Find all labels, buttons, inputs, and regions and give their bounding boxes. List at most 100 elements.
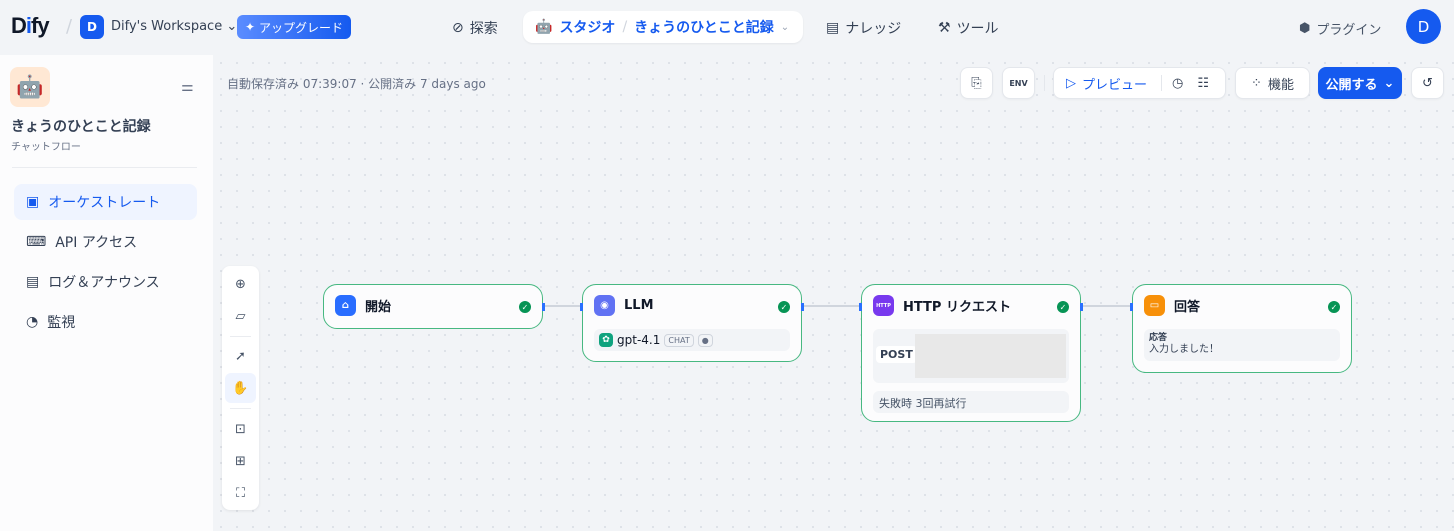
plugins-label: プラグイン [1316, 22, 1382, 38]
answer-icon: ▭ [1144, 295, 1165, 316]
preview-button[interactable]: プレビュー [1082, 77, 1148, 93]
app-title: きょうのひとこと記録 [11, 119, 151, 135]
edge [1080, 305, 1133, 307]
save-status: 自動保存済み 07:39:07 · 公開済み 7 days ago [227, 77, 486, 91]
output-handle[interactable] [542, 303, 545, 311]
version-history-button[interactable]: ↺ [1411, 67, 1444, 99]
publish-label: 公開する [1325, 77, 1378, 93]
features-button[interactable]: ⁘ 機能 [1235, 67, 1310, 99]
http-icon: HTTP [873, 295, 894, 316]
file-list-icon: ▤ [26, 274, 40, 290]
chevron-down-icon: ⌄ [226, 19, 238, 34]
sidebar-item-api-access[interactable]: ⌨API アクセス [14, 224, 197, 260]
dify-logo[interactable]: Dify [11, 13, 50, 38]
nav-knowledge[interactable]: ▤ ナレッジ [826, 14, 901, 42]
plugins-button[interactable]: ⬢ プラグイン [1299, 14, 1381, 42]
book-icon: ▤ [826, 20, 840, 36]
env-label: ENV [1009, 78, 1028, 88]
edge [543, 305, 583, 307]
nav-explore-label: 探索 [469, 21, 498, 37]
node-start[interactable]: ⌂開始 ✓ [323, 284, 545, 329]
export-image-icon[interactable]: ⊡ [235, 421, 246, 437]
node-title: 開始 [365, 300, 392, 315]
sidebar-item-orchestrate[interactable]: ▣ オーケストレート [14, 184, 197, 220]
divider [230, 408, 251, 409]
canvas-toolbar: ⊕ ▱ ➚ ✋ ⊡ ⊞ ⛶ [222, 266, 259, 510]
workspace-avatar[interactable]: D [80, 15, 104, 39]
compass-icon: ⊘ [452, 20, 464, 36]
sidebar-item-logs[interactable]: ▤ ログ＆アナウンス [14, 264, 197, 300]
checklist-icon[interactable]: ☷ [1197, 75, 1210, 91]
top-header: Dify / D Dify's Workspace ⌄ ✦アップグレード ⊘探索… [0, 0, 1454, 54]
node-title: HTTP リクエスト [903, 300, 1011, 315]
sparkle-icon: ✦ [244, 20, 256, 34]
divider [12, 167, 197, 168]
layout-icon: ▣ [26, 194, 40, 210]
env-button[interactable]: ENV [1002, 67, 1035, 99]
edge [801, 305, 862, 307]
conversation-vars-button[interactable]: ⎘ [960, 67, 993, 99]
chevron-down-icon: ⌄ [1383, 75, 1395, 91]
output-handle[interactable] [801, 303, 804, 311]
sidebar-item-label: オーケストレート [48, 195, 161, 211]
http-method: POST [876, 346, 917, 363]
url-redacted [915, 334, 1066, 378]
pointer-icon[interactable]: ➚ [235, 348, 246, 364]
workspace-selector[interactable]: Dify's Workspace ⌄ [111, 19, 237, 34]
input-handle[interactable] [859, 303, 862, 311]
hammer-icon: ⚒ [938, 20, 951, 36]
openai-icon: ✿ [599, 333, 613, 347]
current-app-name[interactable]: きょうのひとこと記録 [634, 20, 774, 36]
nav-studio-label: スタジオ [559, 20, 616, 36]
upgrade-label: アップグレード [259, 20, 344, 35]
answer-content: 応答 入力しました！ [1144, 329, 1340, 361]
add-node-icon[interactable]: ⊕ [235, 276, 246, 292]
chat-variable-icon: ⎘ [971, 75, 982, 91]
chevron-down-icon: ⌄ [780, 21, 790, 33]
node-answer[interactable]: ▭ 回答 ✓ 応答 入力しました！ [1130, 284, 1352, 373]
nav-tools[interactable]: ⚒ツール [938, 14, 999, 42]
mode-badge: CHAT [664, 333, 694, 347]
dashboard-icon: ◔ [26, 314, 39, 330]
settings-sliders-icon[interactable]: ⚌ [181, 79, 194, 95]
features-label: 機能 [1267, 77, 1294, 93]
cube-icon: ⬢ [1299, 20, 1311, 36]
preview-group: ▷ プレビュー ◷ ☷ [1053, 67, 1226, 99]
divider [1161, 75, 1163, 91]
model-name: gpt-4.1 [617, 333, 661, 347]
success-check-icon: ✓ [778, 301, 790, 313]
app-type: チャットフロー [11, 142, 81, 153]
node-title: LLM [624, 298, 654, 313]
sidebar-item-label: API アクセス [55, 235, 138, 251]
nav-knowledge-label: ナレッジ [845, 21, 902, 37]
sidebar-item-monitoring[interactable]: ◔ 監視 [14, 304, 197, 340]
features-icon: ⁘ [1251, 75, 1262, 91]
input-handle[interactable] [580, 303, 583, 311]
publish-button[interactable]: 公開する ⌄ [1318, 67, 1402, 99]
vision-eye-icon: ● [697, 333, 713, 347]
robot-icon: 🤖 [535, 19, 553, 35]
answer-label: 応答 [1149, 333, 1168, 343]
brain-icon: ◉ [594, 295, 615, 316]
output-handle[interactable] [1080, 303, 1083, 311]
sidebar-item-label: 監視 [47, 315, 76, 331]
success-check-icon: ✓ [1328, 301, 1340, 313]
run-history-icon[interactable]: ◷ [1172, 75, 1184, 91]
hand-icon[interactable]: ✋ [225, 373, 256, 403]
nav-explore[interactable]: ⊘ 探索 [452, 14, 498, 42]
organize-blocks-icon[interactable]: ⊞ [235, 453, 246, 469]
add-note-icon[interactable]: ▱ [235, 308, 246, 324]
history-icon: ↺ [1422, 75, 1433, 91]
retry-info: 失敗時 3回再試行 [873, 391, 1069, 413]
nav-studio[interactable]: 🤖スタジオ/きょうのひとこと記録⌄ [523, 11, 803, 43]
sidebar-item-label: ログ＆アナウンス [48, 275, 160, 291]
user-avatar[interactable]: D [1406, 9, 1441, 44]
node-llm[interactable]: ◉ LLM ✓ ✿ gpt-4.1 CHAT ● [580, 284, 804, 362]
fullscreen-icon[interactable]: ⛶ [235, 485, 246, 501]
input-handle[interactable] [1130, 303, 1133, 311]
app-sidebar [0, 55, 213, 531]
upgrade-button[interactable]: ✦アップグレード [237, 15, 351, 39]
play-icon: ▷ [1066, 75, 1076, 91]
node-title: 回答 [1174, 300, 1201, 315]
